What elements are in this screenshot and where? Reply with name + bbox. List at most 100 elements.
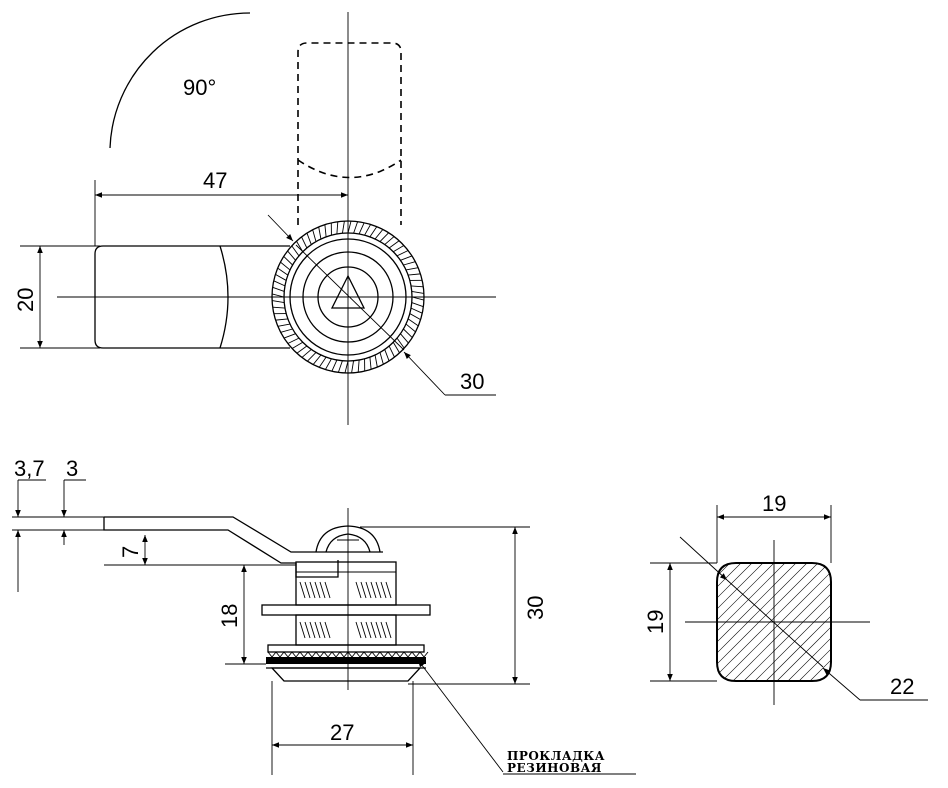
plate-thickness-label: 3,7 — [14, 456, 45, 481]
head-diameter-label: 30 — [460, 369, 484, 394]
hatch-line — [812, 563, 831, 681]
knurl-tick — [400, 255, 413, 261]
knurl-tick — [287, 250, 296, 261]
body-lower — [295, 614, 397, 646]
serration-tick — [327, 651, 333, 658]
top-view: 90° 47 20 30 — [13, 12, 496, 425]
serration-tick — [275, 651, 281, 658]
cam-width-label: 19 — [762, 491, 786, 516]
knurl-tick — [324, 224, 327, 237]
serration-tick — [359, 651, 365, 658]
knurl-tick — [392, 342, 400, 354]
thread-tick — [360, 621, 367, 639]
head-face — [302, 251, 394, 343]
knurl-tick — [396, 337, 405, 349]
angle-label: 90° — [183, 75, 216, 100]
thread-tick — [385, 621, 392, 639]
body-length-label: 18 — [217, 604, 242, 628]
hatch-line — [717, 563, 798, 681]
hatch-line — [757, 563, 831, 681]
thread-tick — [365, 621, 372, 639]
knurl-tick — [364, 224, 371, 236]
knurl-tick — [379, 352, 384, 365]
rubber-gasket — [266, 657, 426, 664]
knurl-tick — [301, 236, 308, 249]
total-height-label: 30 — [523, 596, 548, 620]
hatch-line — [717, 563, 820, 681]
hatch-line — [717, 563, 765, 681]
serration — [267, 651, 429, 658]
gasket-note-line1: ПРОКЛАДКА — [507, 749, 605, 763]
thread-tick — [299, 581, 306, 599]
gasket-leader — [417, 659, 504, 773]
lever-top-edge — [104, 516, 383, 553]
serration-tick — [375, 651, 381, 658]
hatch-line — [790, 563, 831, 681]
hatch-line — [717, 563, 721, 681]
hatch-line — [717, 563, 809, 681]
thread-tick — [385, 581, 392, 599]
serration-tick — [347, 651, 353, 658]
nut — [261, 604, 431, 616]
knurl-tick — [369, 226, 378, 238]
thread-tick — [380, 621, 387, 639]
knurl-tick — [351, 360, 355, 373]
leader-cam-upper — [679, 536, 728, 581]
knurl-tick — [400, 333, 409, 344]
cam-section: 19 19 22 — [643, 491, 928, 705]
knurl-tick — [341, 221, 345, 234]
knurl-tick — [411, 290, 424, 294]
serration-tick — [291, 651, 297, 658]
hatch-line — [735, 563, 831, 681]
lever-offset-label: 7 — [118, 546, 143, 558]
triangle-key-icon — [330, 274, 366, 309]
knurl-tick — [312, 229, 317, 242]
knurl-tick — [318, 226, 322, 240]
knurl-tick — [277, 323, 291, 327]
knurl-tick — [407, 318, 419, 327]
thread-tick — [309, 621, 316, 639]
threads — [299, 581, 392, 639]
knurl-tick — [388, 240, 400, 249]
knurl-tick — [291, 245, 300, 257]
lever-width-label: 20 — [13, 288, 38, 312]
knurl-tick — [388, 345, 395, 358]
serration-tick — [315, 651, 321, 658]
lever-alt-position — [297, 42, 402, 225]
serration-tick — [391, 651, 397, 658]
gasket-note-line2: РЕЗИНОВАЯ — [507, 761, 602, 775]
knurl-tick — [405, 323, 416, 333]
thread-tick — [365, 581, 372, 599]
cam-height-label: 19 — [643, 610, 668, 634]
knurl-tick — [337, 360, 343, 373]
knurl-tick — [411, 296, 425, 301]
serration-tick — [387, 651, 393, 658]
knurl-tick — [291, 341, 303, 349]
leader-head-lower — [403, 351, 446, 396]
flange — [270, 667, 422, 682]
thread-tick — [324, 581, 331, 599]
serration-tick — [311, 651, 317, 658]
thread-tick — [324, 621, 331, 639]
hatch-line — [801, 563, 831, 681]
serration-tick — [307, 651, 313, 658]
knurl-tick — [384, 236, 395, 245]
serration-tick — [331, 651, 337, 658]
knurl-tick — [296, 345, 308, 354]
serration-tick — [419, 651, 425, 658]
knurl-tick — [331, 359, 338, 372]
thread-tick — [355, 621, 362, 639]
serration-tick — [335, 651, 341, 658]
knurl-tick — [283, 333, 296, 339]
knurl-tick — [393, 245, 405, 253]
serration-tick — [339, 651, 345, 658]
thread-tick — [375, 621, 382, 639]
knurl-tick — [410, 285, 424, 288]
thread-tick — [370, 621, 377, 639]
knurl-tick — [403, 261, 416, 266]
thread-tick — [314, 621, 321, 639]
knurl-tick — [410, 307, 423, 314]
serration-tick — [323, 651, 329, 658]
knurl-tick — [283, 256, 293, 266]
